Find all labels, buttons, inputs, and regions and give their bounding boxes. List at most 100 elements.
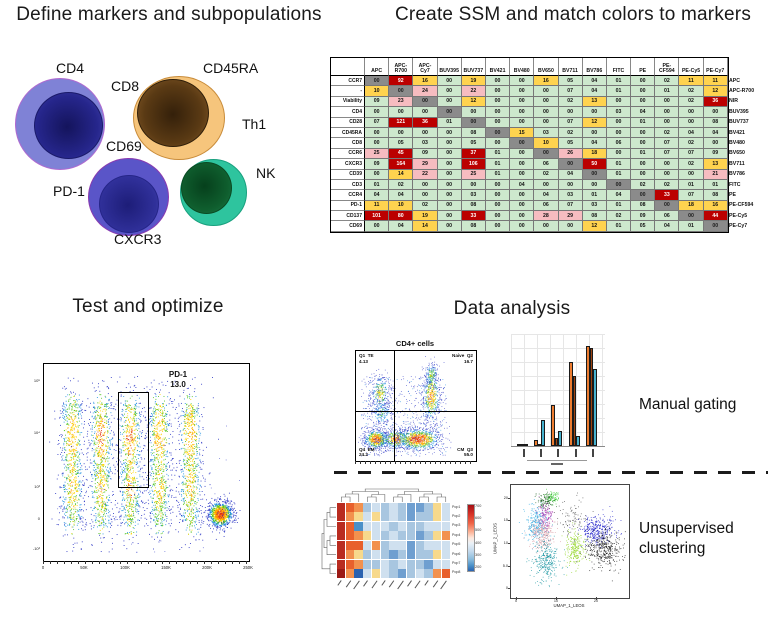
heatmap-cell [363,503,372,512]
bar-group [534,420,545,446]
umap-y-tick-label: 10 [503,540,508,545]
ssm-cell: 33 [461,211,486,222]
heatmap-cell [354,531,363,541]
ssm-cell: 00 [413,127,438,139]
ssm-cell: 03 [606,107,632,118]
heatmap-cell [415,550,424,560]
ssm-cell: 01 [606,159,632,170]
bar-orange [551,404,555,446]
heatmap-cell [424,550,433,560]
ssm-cell: 00 [437,96,462,108]
ssm-cell: 00 [534,117,559,128]
label-th1: Th1 [242,116,267,132]
ssm-cell: 00 [510,211,535,222]
ssm-cell: 12 [703,86,728,97]
umap-y-tick-mark [507,542,510,544]
heatmap-cell [441,569,450,578]
label-cxcr3: CXCR3 [114,231,162,247]
ssm-cell: 00 [365,76,390,87]
ssm-row-label: CD4 [331,107,365,118]
ssm-cell: 25 [461,169,486,180]
heatmap-cell [415,531,424,541]
ssm-cell: 01 [606,76,632,87]
heatmap-col-label-smudge [371,580,378,589]
ssm-cell: 00 [606,96,632,108]
heatmap-cell [424,540,433,550]
flow-y-tick-label: 10⁵ [33,378,40,383]
ssm-cell: 14 [389,169,414,180]
ssm-cell: 03 [413,138,438,149]
ssm-cell: 09 [365,96,390,108]
ssm-cell: 09 [365,159,390,170]
ssm-cell: 24 [413,86,438,97]
ssm-cell: 80 [389,211,414,222]
heatmap-cell [406,550,416,560]
ssm-cell: 00 [389,127,414,139]
ssm-cell: 08 [461,200,486,212]
heatmap-cell [371,503,381,512]
ssm-column-header: BUV737 [461,58,486,76]
ssm-cell: 04 [582,76,607,87]
ssm-cell: 07 [558,200,583,212]
ssm-fluor-label: BUV395 [729,108,749,115]
heatmap-cell [441,512,450,522]
ssm-cell: 07 [655,148,680,160]
heatmap-row-label: Pop6 [452,551,461,556]
quadrant-q3-label: CM Q3 55.0 [457,447,473,458]
ssm-cell: 28 [534,211,559,222]
heatmap-cell [371,550,381,560]
heatmap-cell [345,569,354,578]
heatmap-col-label-smudge [440,580,448,590]
heatmap-cell [380,569,389,578]
heatmap-cell [337,512,346,522]
heatmap-colorbar-tick: 400 [475,540,482,545]
heatmap-grid [337,503,450,578]
heatmap-cell [337,531,346,541]
ssm-cell: 11 [679,76,704,87]
bar-teal [558,430,562,446]
heatmap-cell [441,559,450,569]
heatmap-cell [389,531,398,541]
ssm-cell: 00 [679,117,704,128]
heatmap-cell [441,550,450,560]
ssm-cell: 00 [631,159,656,170]
heatmap-col-label-smudge [353,580,361,590]
ssm-column-header: BV650 [534,58,559,76]
cd69-circle-inner [99,175,159,233]
ssm-cell: 00 [534,86,559,97]
ssm-cell: 00 [558,159,583,170]
ssm-cell: 00 [510,159,535,170]
ssm-cell: 19 [461,76,486,87]
ssm-cell: 04 [534,190,559,201]
heatmap-cell [424,531,433,541]
heatmap-cell [424,559,433,569]
ssm-cell: 04 [679,127,704,139]
umap-x-axis-label: UMAP_1_LEOS [553,603,585,608]
ssm-cell: 01 [703,179,728,191]
heatmap-col-label-smudge [432,580,439,588]
bar-dark-red [572,375,577,446]
ssm-row-label: - [331,86,365,97]
ssm-cell: 00 [631,169,656,180]
ssm-cell: 14 [413,221,438,232]
ssm-cell: 00 [703,107,728,118]
heatmap-cell [345,512,354,522]
bar-x-axis-label-smudge [551,462,563,465]
ssm-cell: 23 [389,96,414,108]
ssm-cell: 00 [558,179,583,191]
umap-y-tick-label: 15 [503,518,508,523]
ssm-cell: 00 [437,190,462,201]
ssm-column-header: BV421 [485,58,511,76]
heatmap-cell [380,521,389,531]
gate-label: PD-1 [168,370,188,379]
heatmap-cell [424,521,433,531]
ssm-cell: 25 [365,148,390,160]
ssm-fluor-label: BV480 [729,139,745,146]
ssm-cell: 00 [631,127,656,139]
ssm-cell: 09 [631,211,656,222]
umap-y-tick-mark [507,588,510,589]
ssm-cell: 00 [631,96,656,108]
ssm-column-header: APC [365,58,390,76]
label-cd69: CD69 [106,138,142,154]
ssm-cell: 00 [461,107,486,118]
